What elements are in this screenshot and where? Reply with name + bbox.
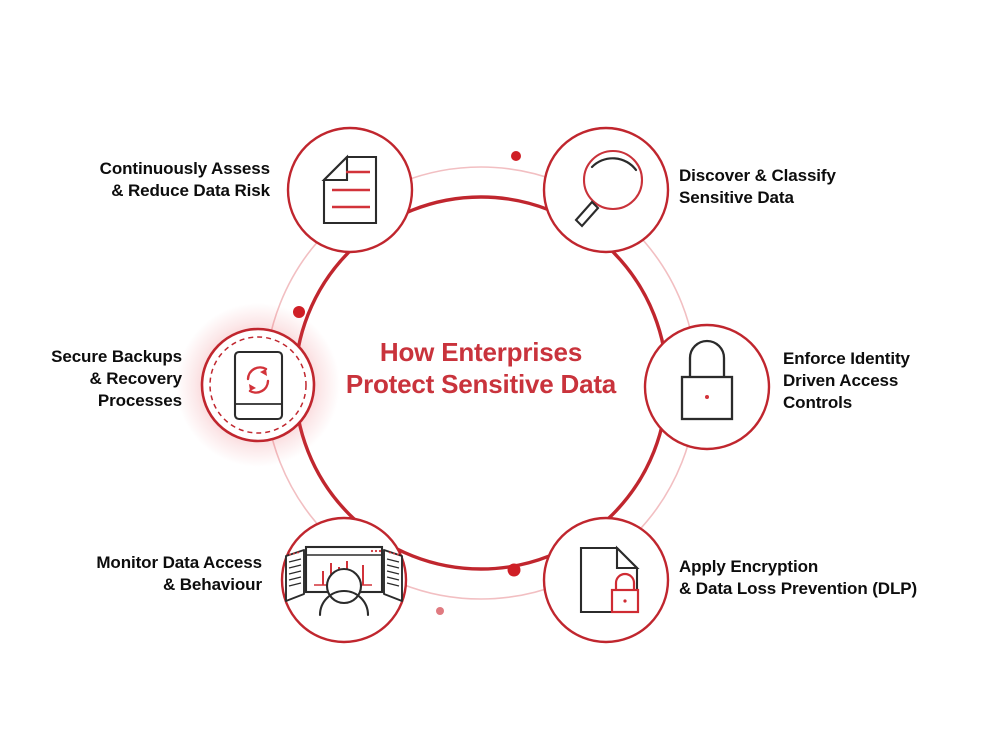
marker-top-dot: [511, 151, 521, 161]
node-monitor-access[interactable]: [280, 516, 408, 644]
node-label-secure-backups: Secure Backups & Recovery Processes: [51, 347, 182, 410]
node-discover-classify[interactable]: [542, 126, 670, 254]
document-lock-icon: [579, 545, 640, 614]
monitoring-screens-person-icon: [285, 545, 403, 617]
node-encryption-dlp[interactable]: [542, 516, 670, 644]
padlock-icon: [680, 339, 734, 421]
magnifier-icon: [574, 149, 644, 228]
node-identity-access[interactable]: [643, 323, 771, 451]
node-label-monitor-access: Monitor Data Access & Behaviour: [96, 553, 262, 594]
node-label-identity-access: Enforce Identity Driven Access Controls: [783, 349, 910, 412]
marker-bottom-left-dot: [436, 607, 444, 615]
node-secure-backups[interactable]: [176, 303, 340, 467]
node-label-discover-classify: Discover & Classify Sensitive Data: [679, 166, 836, 207]
node-label-continuous-assessment: Continuously Assess & Reduce Data Risk: [99, 159, 270, 200]
backup-refresh-icon: [233, 350, 284, 421]
document-lines-icon: [321, 154, 378, 225]
marker-bottom-center-dot: [507, 563, 521, 577]
page-title: How Enterprises Protect Sensitive Data: [345, 337, 617, 399]
node-continuous-assessment[interactable]: [286, 126, 414, 254]
active-dashed-ring: [209, 336, 307, 434]
node-label-encryption-dlp: Apply Encryption & Data Loss Prevention …: [679, 557, 918, 598]
